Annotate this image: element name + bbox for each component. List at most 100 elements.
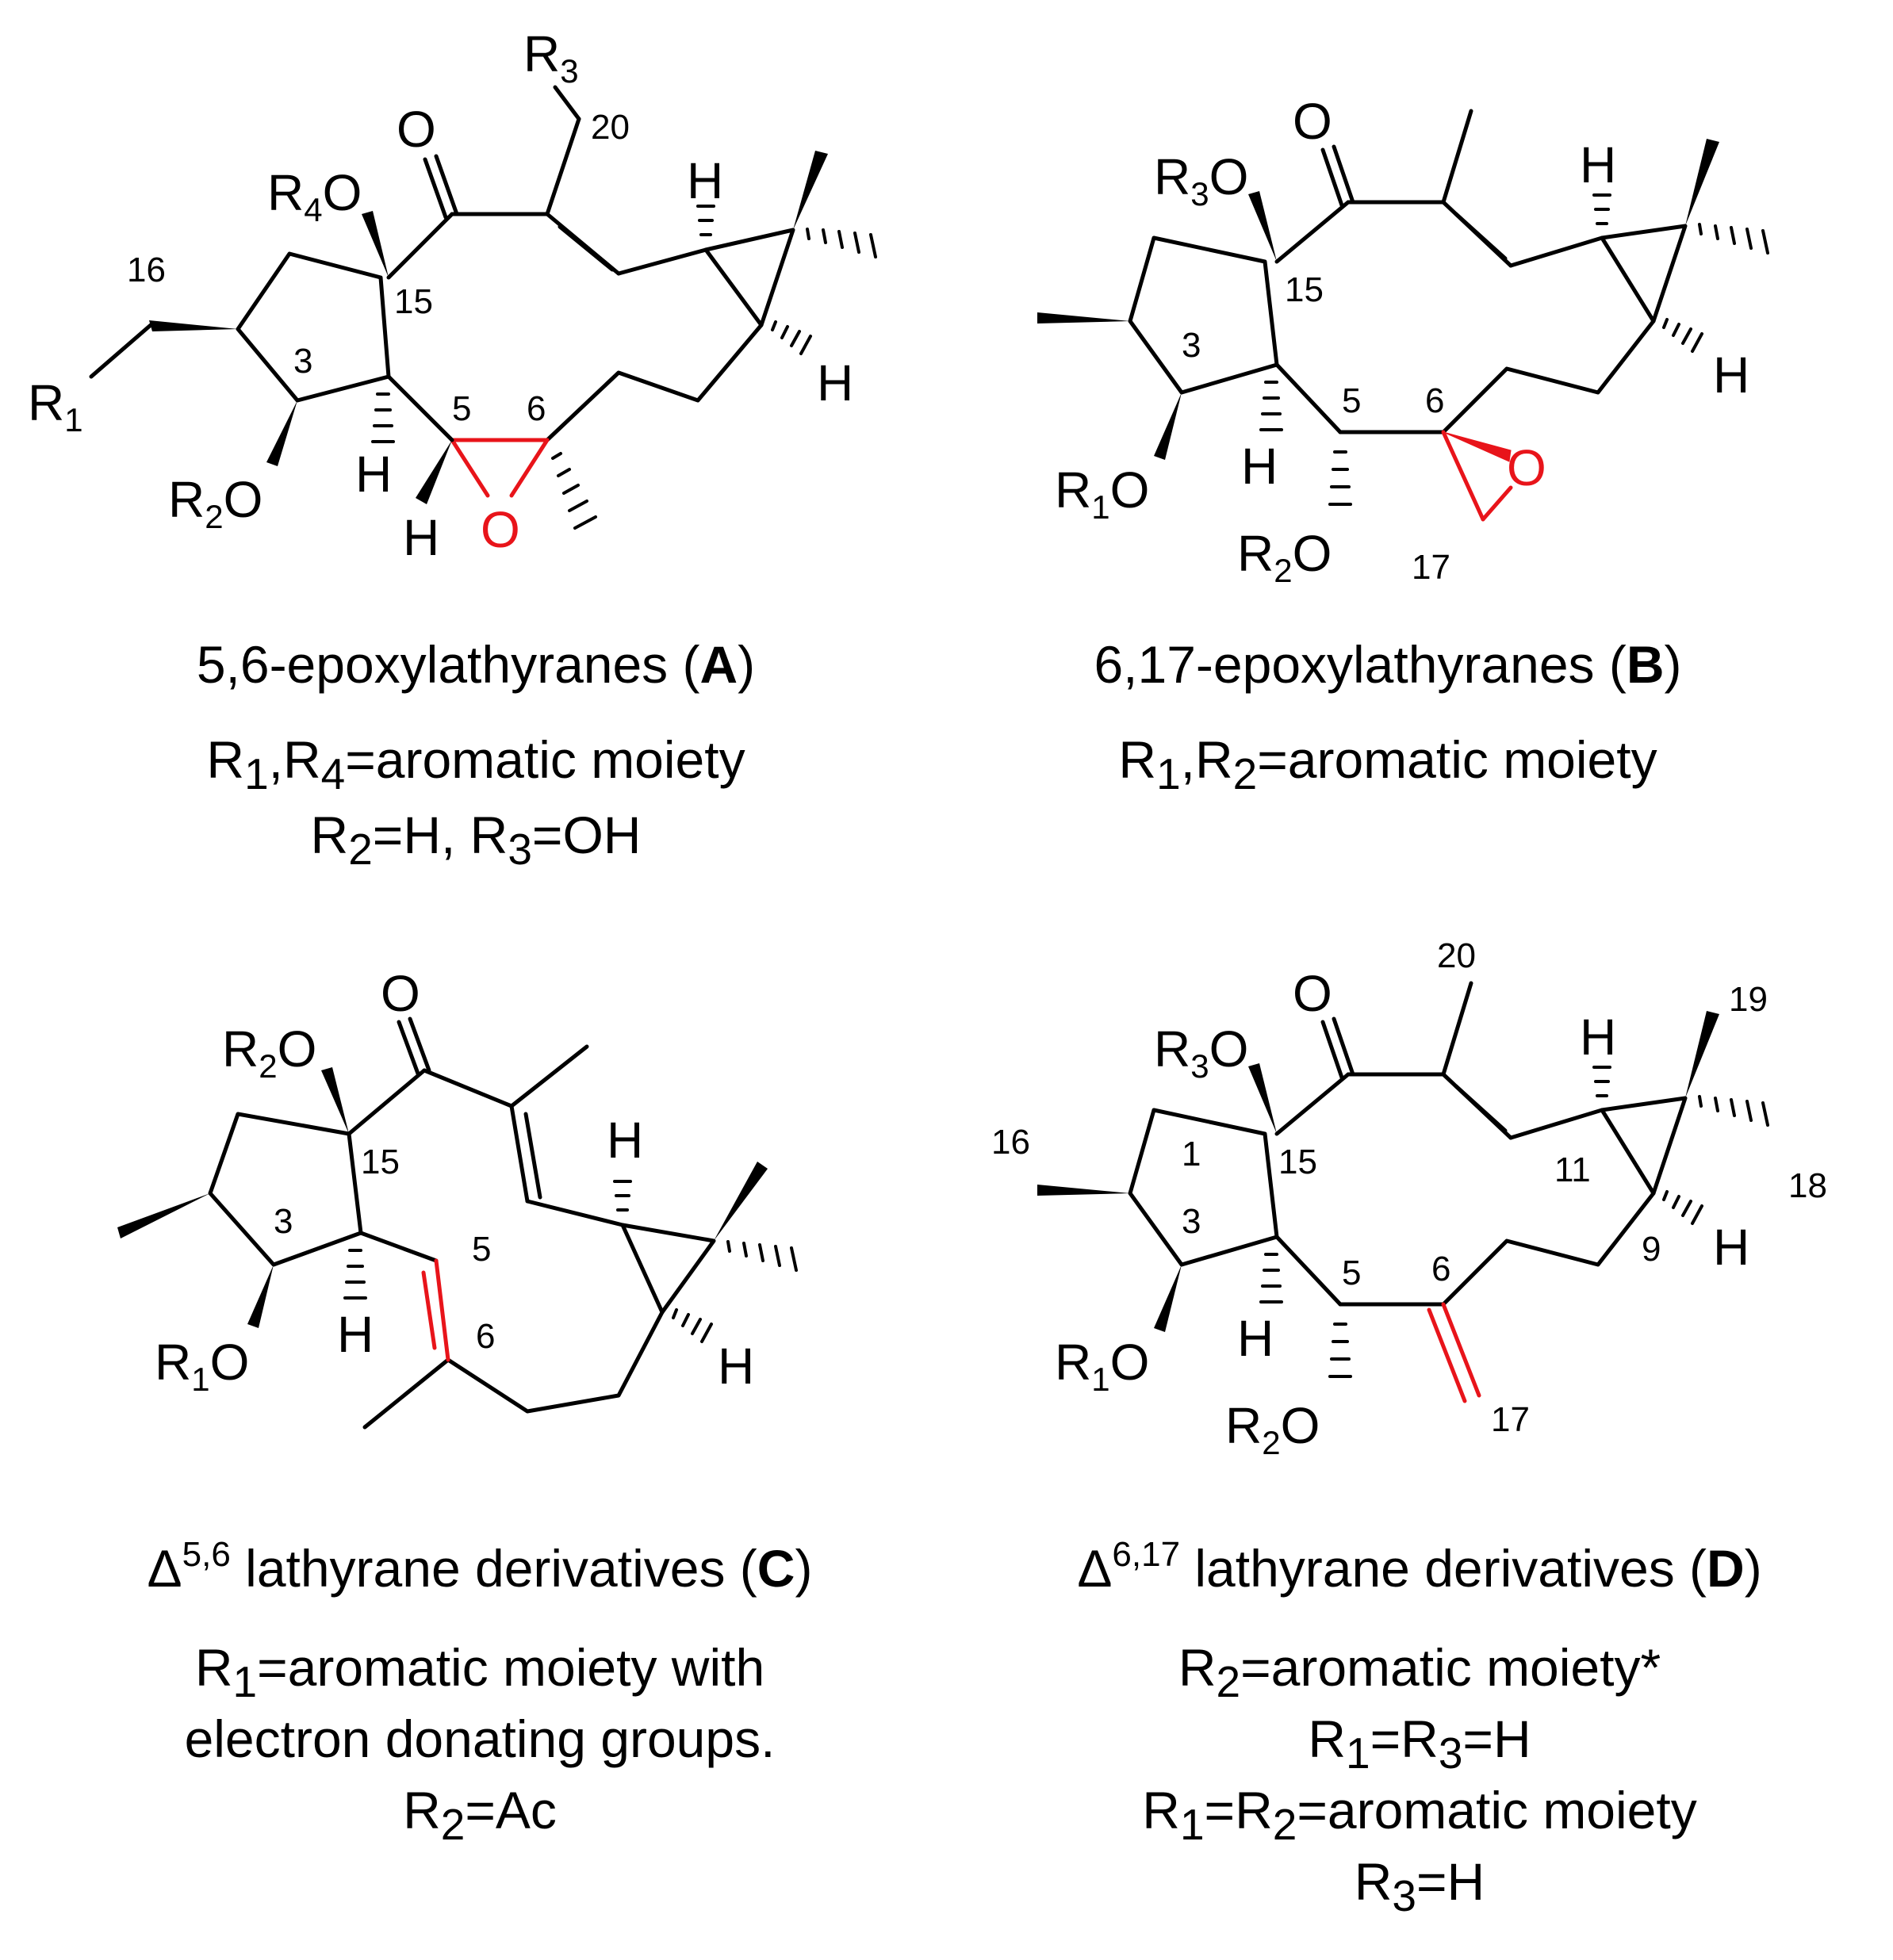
desc-d-line3: R1=R2=aromatic moiety — [1142, 1781, 1697, 1850]
svg-text:R1O: R1O — [155, 1334, 249, 1398]
svg-text:18: 18 — [1788, 1166, 1827, 1205]
svg-text:R1O: R1O — [1055, 1334, 1149, 1398]
desc-d-line1: R2=aromatic moiety* — [1178, 1638, 1661, 1707]
hash-o5-d — [1328, 1323, 1352, 1378]
svg-text:6: 6 — [476, 1317, 495, 1356]
caption-a-title: 5,6-epoxylathyranes ( — [196, 635, 700, 694]
caption-d-delta: Δ — [1077, 1539, 1113, 1598]
hash-h4-d — [1259, 1253, 1283, 1303]
desc-c-line1: R1=aromatic moiety with — [194, 1638, 765, 1707]
svg-text:3: 3 — [1182, 1202, 1201, 1241]
svg-text:H: H — [1580, 1009, 1616, 1066]
svg-text:6: 6 — [527, 389, 546, 428]
desc-c-line2: electron donating groups. — [184, 1709, 776, 1768]
svg-text:15: 15 — [1278, 1143, 1317, 1181]
caption-b: 6,17-epoxylathyranes (B) — [991, 630, 1784, 699]
svg-text:3: 3 — [293, 342, 312, 381]
hash-h9-b — [1662, 318, 1703, 353]
caption-a-letter: A — [699, 635, 738, 694]
hash-h11-a — [696, 205, 715, 236]
caption-b-title: 6,17-epoxylathyranes ( — [1094, 635, 1627, 694]
svg-text:11: 11 — [1554, 1150, 1591, 1189]
svg-text:6: 6 — [1431, 1250, 1450, 1288]
caption-d: Δ6,17 lathyrane derivatives (D) — [975, 1534, 1864, 1602]
structure-c: O R2O 15 3 5 6 R1O H H H — [117, 965, 798, 1430]
svg-text:16: 16 — [991, 1123, 1030, 1162]
svg-text:15: 15 — [361, 1143, 400, 1181]
hash-h4-a — [371, 392, 395, 443]
hash-o5-b — [1328, 450, 1352, 506]
svg-text:R4O: R4O — [267, 164, 362, 228]
svg-text:R3O: R3O — [1154, 1020, 1248, 1085]
hash-methyl-c — [726, 1240, 798, 1272]
hash-h11-c — [613, 1180, 632, 1212]
svg-text:H: H — [1237, 1310, 1274, 1367]
svg-text:H: H — [403, 509, 439, 566]
caption-c-title: lathyrane derivatives ( — [230, 1539, 757, 1598]
svg-text:R2O: R2O — [168, 471, 262, 535]
caption-a-close: ) — [738, 635, 756, 694]
svg-text:9: 9 — [1642, 1230, 1661, 1269]
svg-text:H: H — [718, 1338, 754, 1395]
caption-c-sup: 5,6 — [182, 1535, 231, 1574]
desc-a-line1: R1,R4=aromatic moiety — [206, 730, 745, 799]
svg-text:H: H — [817, 354, 853, 412]
desc-b-line1: R1,R2=aromatic moiety — [1118, 730, 1657, 799]
svg-text:R3: R3 — [523, 25, 579, 90]
svg-text:3: 3 — [274, 1202, 293, 1241]
svg-text:O: O — [481, 501, 520, 558]
svg-text:5: 5 — [1342, 381, 1361, 420]
svg-text:R2O: R2O — [1237, 525, 1332, 589]
svg-text:R1O: R1O — [1055, 461, 1149, 526]
hash-methyl-a — [806, 228, 877, 258]
desc-d-line4: R3=H — [1354, 1852, 1485, 1921]
svg-text:O: O — [1293, 93, 1332, 150]
svg-text:1: 1 — [1182, 1135, 1201, 1173]
caption-c-close: ) — [795, 1539, 813, 1598]
desc-a-line2: R2=H, R3=OH — [310, 806, 642, 875]
svg-text:R1: R1 — [28, 374, 83, 438]
svg-text:15: 15 — [1285, 270, 1324, 309]
svg-text:H: H — [337, 1306, 374, 1363]
caption-b-close: ) — [1664, 635, 1682, 694]
hash-h11-d — [1592, 1066, 1611, 1097]
svg-text:5: 5 — [1342, 1254, 1361, 1292]
hash-methyl6-a — [551, 452, 597, 530]
hash-methyl-b — [1698, 223, 1769, 255]
caption-c-delta: Δ — [147, 1539, 182, 1598]
desc-d-line2: R1=R3=H — [1308, 1709, 1531, 1778]
svg-text:R3O: R3O — [1154, 148, 1248, 212]
svg-text:O: O — [381, 965, 420, 1022]
svg-text:17: 17 — [1412, 548, 1450, 587]
hash-h9-d — [1662, 1190, 1703, 1225]
svg-text:H: H — [1241, 438, 1278, 495]
svg-text:H: H — [1580, 136, 1616, 193]
structure-a: R3 20 O R4O 16 15 R1 3 5 6 R2O H H O H H — [28, 25, 877, 566]
hash-h11-b — [1592, 193, 1611, 225]
svg-text:R2O: R2O — [222, 1020, 316, 1085]
svg-text:3: 3 — [1182, 326, 1201, 365]
svg-text:20: 20 — [591, 108, 630, 147]
structure-d: 20 19 18 O R3O 16 1 15 11 9 3 5 6 R1O H … — [991, 936, 1827, 1461]
svg-text:20: 20 — [1437, 936, 1476, 975]
caption-c-letter: C — [757, 1539, 795, 1598]
svg-text:6: 6 — [1425, 381, 1444, 420]
desc-c-line3: R2=Ac — [403, 1781, 557, 1850]
hash-h4-c — [343, 1249, 367, 1300]
caption-a: 5,6-epoxylathyranes (A) — [79, 630, 872, 699]
svg-text:H: H — [355, 446, 392, 503]
svg-text:5: 5 — [452, 389, 471, 428]
svg-text:19: 19 — [1729, 980, 1768, 1019]
hash-h9-c — [672, 1308, 713, 1343]
caption-d-title: lathyrane derivatives ( — [1180, 1539, 1707, 1598]
svg-text:O: O — [1293, 965, 1332, 1022]
svg-text:H: H — [1713, 1219, 1749, 1276]
svg-text:H: H — [607, 1112, 643, 1169]
structure-b: O R3O 15 3 5 6 R1O H R2O O 17 H H — [1037, 93, 1769, 589]
svg-text:15: 15 — [394, 282, 433, 321]
svg-text:5: 5 — [472, 1230, 491, 1269]
caption-d-sup: 6,17 — [1112, 1535, 1181, 1574]
svg-text:17: 17 — [1491, 1400, 1530, 1439]
caption-b-letter: B — [1626, 635, 1665, 694]
svg-text:H: H — [687, 152, 723, 209]
